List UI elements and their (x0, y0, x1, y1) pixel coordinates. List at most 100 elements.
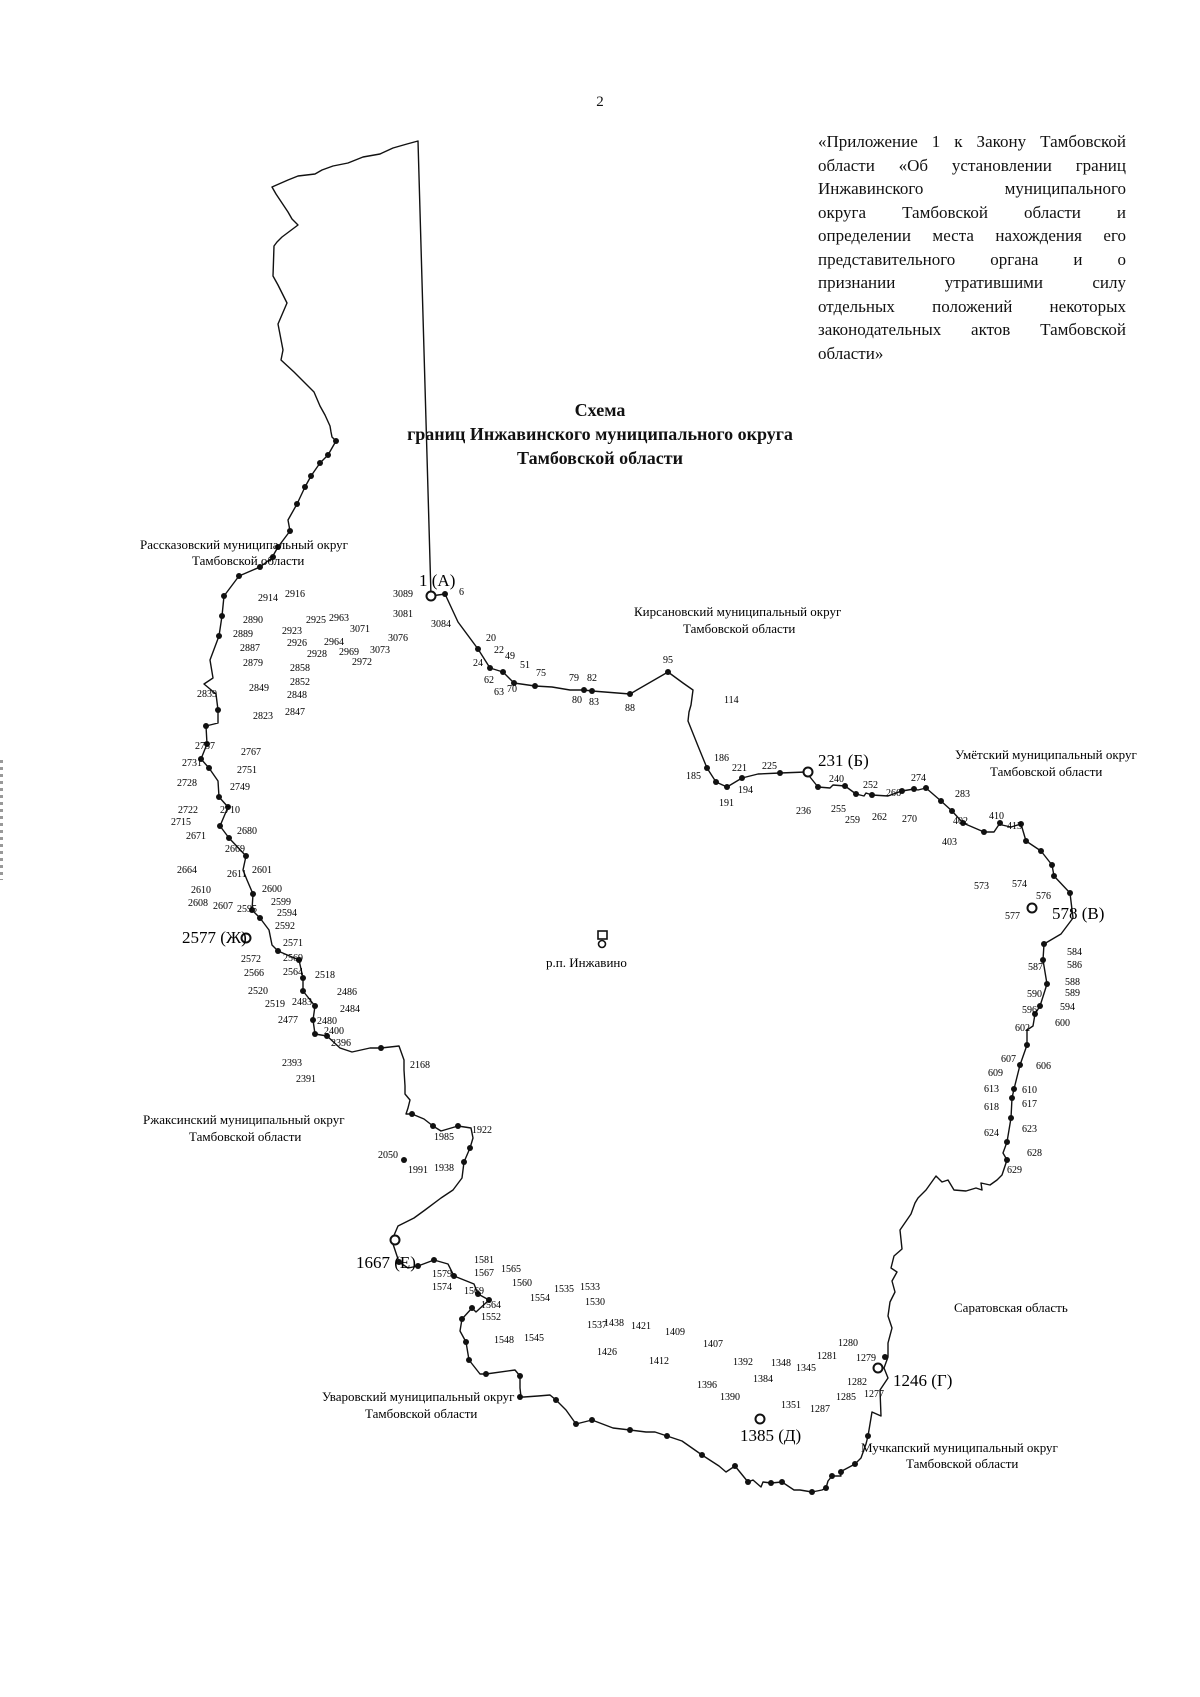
point-label: 191 (719, 798, 734, 809)
point-label: 2914 (258, 593, 278, 604)
point-label: 1277 (864, 1389, 884, 1400)
vertex-point (949, 808, 955, 814)
vertex-point (838, 1469, 844, 1475)
vertex-point (852, 1461, 858, 1467)
vertex-point (1004, 1157, 1010, 1163)
point-label: 95 (663, 655, 673, 666)
point-label: 221 (732, 763, 747, 774)
point-label: 24 (473, 658, 483, 669)
vertex-point (923, 785, 929, 791)
point-label: 1409 (665, 1327, 685, 1338)
vertex-point (483, 1371, 489, 1377)
point-label: 1351 (781, 1400, 801, 1411)
point-label: 2480 (317, 1016, 337, 1027)
point-label: 2520 (248, 986, 268, 997)
vertex-point (1044, 981, 1050, 987)
point-label: 2858 (290, 663, 310, 674)
neighbor-umet-line1: Умётский муниципальный округ (955, 747, 1137, 762)
point-label: 586 (1067, 960, 1082, 971)
point-label: 80 (572, 695, 582, 706)
neighbor-rasskazovo-line2: Тамбовской области (192, 553, 304, 568)
vertex-point (217, 823, 223, 829)
point-label: 2731 (182, 758, 202, 769)
nodal-point-markers (240, 590, 1038, 1425)
appendix-line: «Приложение 1 к Закону Тамбовской (818, 132, 1126, 151)
vertex-point (203, 723, 209, 729)
point-label: 2608 (188, 898, 208, 909)
vertex-point (699, 1452, 705, 1458)
vertex-point (466, 1357, 472, 1363)
point-label: 240 (829, 774, 844, 785)
boundary-vertices (198, 438, 1073, 1495)
point-label: 2393 (282, 1058, 302, 1069)
point-label: 403 (942, 837, 957, 848)
point-label: 88 (625, 703, 635, 714)
vertex-point (302, 484, 308, 490)
point-label: 1285 (836, 1392, 856, 1403)
point-label: 1569 (464, 1286, 484, 1297)
point-label: 1985 (434, 1132, 454, 1143)
nodal-label-v: 578 (В) (1052, 904, 1104, 923)
vertex-point (487, 665, 493, 671)
vertex-point (467, 1145, 473, 1151)
point-label: 2749 (230, 782, 250, 793)
point-label: 2571 (283, 938, 303, 949)
point-label: 2566 (244, 968, 264, 979)
point-label: 2926 (287, 638, 307, 649)
vertex-point (815, 784, 821, 790)
vertex-point (287, 528, 293, 534)
vertex-point (739, 775, 745, 781)
point-label: 75 (536, 668, 546, 679)
vertex-point (475, 1291, 481, 1297)
vertex-point (451, 1273, 457, 1279)
point-label: 20 (486, 633, 496, 644)
appendix-note: «Приложение 1 к Закону Тамбовской област… (818, 130, 1126, 365)
point-label: 1548 (494, 1335, 514, 1346)
point-label: 1426 (597, 1347, 617, 1358)
vertex-point (317, 460, 323, 466)
point-label: 2600 (262, 884, 282, 895)
vertex-point (324, 1033, 330, 1039)
appendix-line: Инжавинского муниципального (818, 179, 1126, 198)
point-label: 194 (738, 785, 753, 796)
vertex-point (226, 835, 232, 841)
vertex-point (300, 975, 306, 981)
vertex-point (257, 564, 263, 570)
vertex-point (500, 669, 506, 675)
nodal-label-a: 1 (А) (419, 571, 455, 590)
center-label: р.п. Инжавино (546, 955, 627, 970)
vertex-point (1009, 1095, 1015, 1101)
point-label: 185 (686, 771, 701, 782)
point-label: 573 (974, 881, 989, 892)
neighbor-kirsanov-line2: Тамбовской области (683, 621, 795, 636)
point-label: 22 (494, 645, 504, 656)
point-label: 2849 (249, 683, 269, 694)
appendix-line: законодательных актов Тамбовской (818, 320, 1126, 339)
point-label: 2569 (283, 953, 303, 964)
point-label: 587 (1028, 962, 1043, 973)
point-label: 1438 (604, 1318, 624, 1329)
point-label: 2594 (277, 908, 297, 919)
vertex-point (627, 1427, 633, 1433)
vertex-point (589, 1417, 595, 1423)
vertex-point (219, 613, 225, 619)
appendix-line: определении места нахождения его (818, 226, 1126, 245)
point-label: 623 (1022, 1124, 1037, 1135)
vertex-point (1018, 821, 1024, 827)
appendix-line: представительного органа и о (818, 249, 1126, 269)
point-label: 1574 (432, 1282, 452, 1293)
vertex-point (823, 1485, 829, 1491)
point-label: 186 (714, 753, 729, 764)
point-label: 1384 (753, 1374, 773, 1385)
point-label: 2728 (177, 778, 197, 789)
point-label: 1991 (408, 1165, 428, 1176)
point-label: 274 (911, 773, 926, 784)
point-label: 2715 (171, 817, 191, 828)
title-line: границ Инжавинского муниципального округ… (407, 424, 793, 444)
point-label: 629 (1007, 1165, 1022, 1176)
vertex-point (308, 473, 314, 479)
point-label: 2969 (339, 647, 359, 658)
point-label: 2852 (290, 677, 310, 688)
vertex-point (1004, 1139, 1010, 1145)
